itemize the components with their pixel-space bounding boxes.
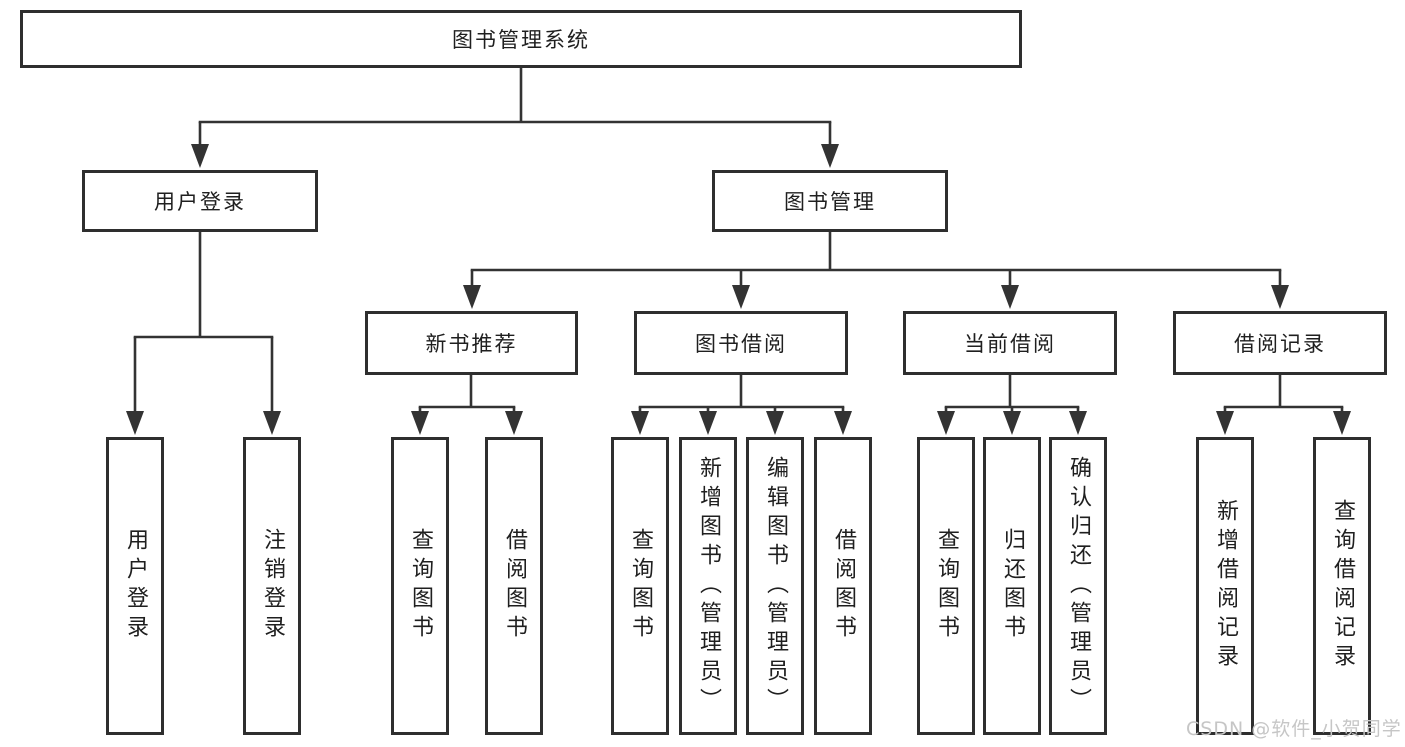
leaf-edit-books-admin: 编辑图书（管理员） xyxy=(746,437,804,735)
leaf-query-books-current-label: 查询图书 xyxy=(934,528,959,644)
leaf-add-books-admin-label: 新增图书（管理员） xyxy=(696,455,721,717)
node-new-book-recommend: 新书推荐 xyxy=(365,311,578,375)
leaf-add-borrow-record: 新增借阅记录 xyxy=(1196,437,1254,735)
leaf-logout-label: 注销登录 xyxy=(260,528,285,644)
leaf-query-books-borrowing: 查询图书 xyxy=(611,437,669,735)
leaf-query-books-recommend-label: 查询图书 xyxy=(408,528,433,644)
leaf-query-borrow-record: 查询借阅记录 xyxy=(1313,437,1371,735)
leaf-return-books-label: 归还图书 xyxy=(1000,528,1025,644)
leaf-borrow-books-borrowing: 借阅图书 xyxy=(814,437,872,735)
leaf-borrow-books-borrowing-label: 借阅图书 xyxy=(831,528,856,644)
leaf-query-books-recommend: 查询图书 xyxy=(391,437,449,735)
node-book-borrowing-label: 图书借阅 xyxy=(695,332,787,356)
node-book-management: 图书管理 xyxy=(712,170,948,232)
node-current-borrowing-label: 当前借阅 xyxy=(964,332,1056,356)
leaf-return-books: 归还图书 xyxy=(983,437,1041,735)
leaf-confirm-return-admin: 确认归还（管理员） xyxy=(1049,437,1107,735)
leaf-borrow-books-recommend-label: 借阅图书 xyxy=(502,528,527,644)
leaf-query-borrow-record-label: 查询借阅记录 xyxy=(1330,499,1355,673)
node-book-borrowing: 图书借阅 xyxy=(634,311,848,375)
node-borrowing-records: 借阅记录 xyxy=(1173,311,1387,375)
leaf-add-borrow-record-label: 新增借阅记录 xyxy=(1213,499,1238,673)
leaf-confirm-return-admin-label: 确认归还（管理员） xyxy=(1066,455,1091,717)
node-library-system: 图书管理系统 xyxy=(20,10,1022,68)
csdn-watermark: CSDN @软件_小贺同学 xyxy=(1186,718,1402,740)
node-borrowing-records-label: 借阅记录 xyxy=(1234,332,1326,356)
leaf-query-books-current: 查询图书 xyxy=(917,437,975,735)
node-library-system-label: 图书管理系统 xyxy=(452,28,590,52)
leaf-add-books-admin: 新增图书（管理员） xyxy=(679,437,737,735)
node-user-login-label: 用户登录 xyxy=(154,190,246,214)
leaf-edit-books-admin-label: 编辑图书（管理员） xyxy=(763,455,788,717)
leaf-borrow-books-recommend: 借阅图书 xyxy=(485,437,543,735)
leaf-user-login: 用户登录 xyxy=(106,437,164,735)
leaf-query-books-borrowing-label: 查询图书 xyxy=(628,528,653,644)
node-current-borrowing: 当前借阅 xyxy=(903,311,1117,375)
leaf-user-login-label: 用户登录 xyxy=(123,528,148,644)
node-user-login: 用户登录 xyxy=(82,170,318,232)
node-book-management-label: 图书管理 xyxy=(784,190,876,214)
leaf-logout: 注销登录 xyxy=(243,437,301,735)
node-new-book-recommend-label: 新书推荐 xyxy=(425,332,518,356)
